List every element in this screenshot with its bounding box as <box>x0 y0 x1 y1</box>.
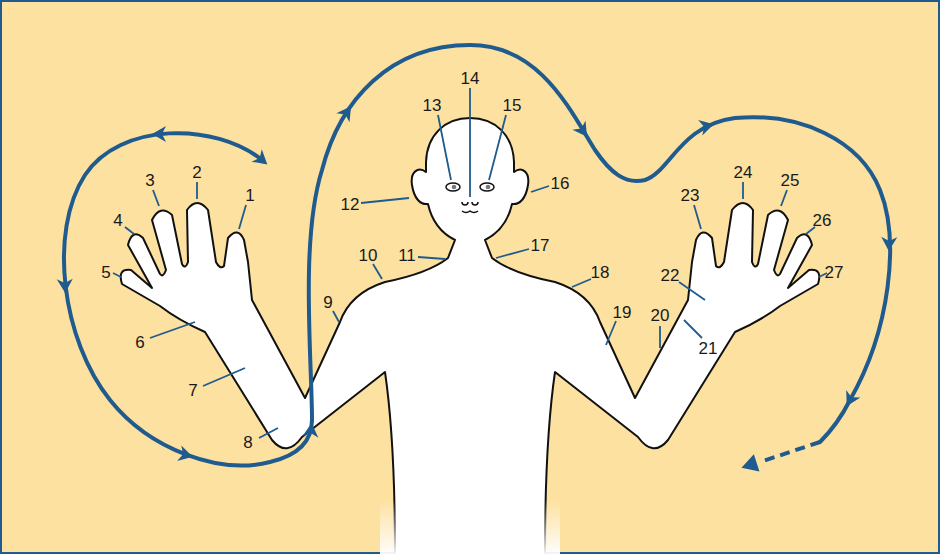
leader-line <box>781 190 787 206</box>
flow-path <box>57 45 897 476</box>
arrow-head <box>302 422 319 437</box>
figure-outline <box>470 118 819 554</box>
callout-number: 26 <box>813 212 832 229</box>
leader-line <box>531 186 549 192</box>
pupil <box>452 185 457 190</box>
callout-number: 23 <box>681 187 700 204</box>
leader-line <box>469 88 471 197</box>
leader-line <box>259 428 278 438</box>
nose <box>462 202 478 205</box>
leader-line <box>742 182 744 199</box>
leader-line <box>203 368 245 386</box>
eye <box>480 183 494 191</box>
leader-line <box>679 282 705 300</box>
callout-number: 7 <box>188 382 197 399</box>
callout-number: 27 <box>825 264 844 281</box>
callout-number: 11 <box>398 247 416 264</box>
mouth <box>462 211 478 213</box>
callout-number: 2 <box>192 164 201 181</box>
leader-line <box>659 326 661 348</box>
arrow-head <box>152 126 166 142</box>
figure-fade <box>380 500 560 554</box>
flow-line-dashed <box>760 442 820 462</box>
arrow-head <box>177 445 195 464</box>
leader-line <box>438 115 451 180</box>
arrow-head <box>739 454 760 476</box>
figure-outline <box>121 118 470 554</box>
callout-number: 16 <box>551 175 570 192</box>
arrow-head <box>251 149 272 170</box>
callout-number: 13 <box>423 97 442 114</box>
leader-line <box>373 264 382 279</box>
callout-number: 4 <box>113 212 122 229</box>
eye <box>446 183 460 191</box>
leader-line <box>496 249 529 258</box>
leader-line <box>418 257 445 259</box>
arrow-head <box>698 116 716 135</box>
leader-line <box>196 182 198 199</box>
callout-number: 22 <box>661 267 680 284</box>
leader-line <box>606 321 616 345</box>
arrow-head <box>881 237 897 252</box>
leader-line <box>684 320 702 338</box>
leader-line <box>694 205 701 229</box>
callout-number: 19 <box>613 304 632 321</box>
leader-line <box>489 115 506 180</box>
callout-number: 25 <box>781 172 800 189</box>
leader-line <box>239 205 246 229</box>
callout-number: 1 <box>245 187 254 204</box>
figure-fill <box>470 118 819 554</box>
callout-number: 10 <box>359 247 378 264</box>
callout-number: 20 <box>651 307 670 324</box>
callout-number: 12 <box>341 196 360 213</box>
figure-fill <box>121 118 470 554</box>
callout-number: 3 <box>145 172 154 189</box>
callout-number: 21 <box>699 340 718 357</box>
arrow-head <box>336 102 357 123</box>
callout-number: 17 <box>531 237 550 254</box>
arrow-heads <box>57 102 897 477</box>
arrow-head <box>57 279 73 294</box>
leader-line <box>333 311 339 322</box>
flow-line <box>64 45 890 465</box>
callout-number: 9 <box>323 294 332 311</box>
callout-number: 15 <box>503 97 522 114</box>
callout-number: 8 <box>243 434 252 451</box>
arrow-head <box>840 390 861 410</box>
callout-number: 5 <box>101 264 110 281</box>
leader-line <box>150 322 195 338</box>
callout-number: 6 <box>135 334 144 351</box>
leader-line <box>572 279 591 287</box>
leader-line <box>125 227 134 234</box>
callout-number: 24 <box>734 164 753 181</box>
pupil <box>486 185 491 190</box>
arrow-head <box>572 121 593 142</box>
leader-line <box>361 198 409 203</box>
leader-line <box>153 190 159 206</box>
callout-number: 18 <box>591 264 610 281</box>
callout-number: 14 <box>461 70 480 87</box>
leader-line <box>113 273 121 277</box>
